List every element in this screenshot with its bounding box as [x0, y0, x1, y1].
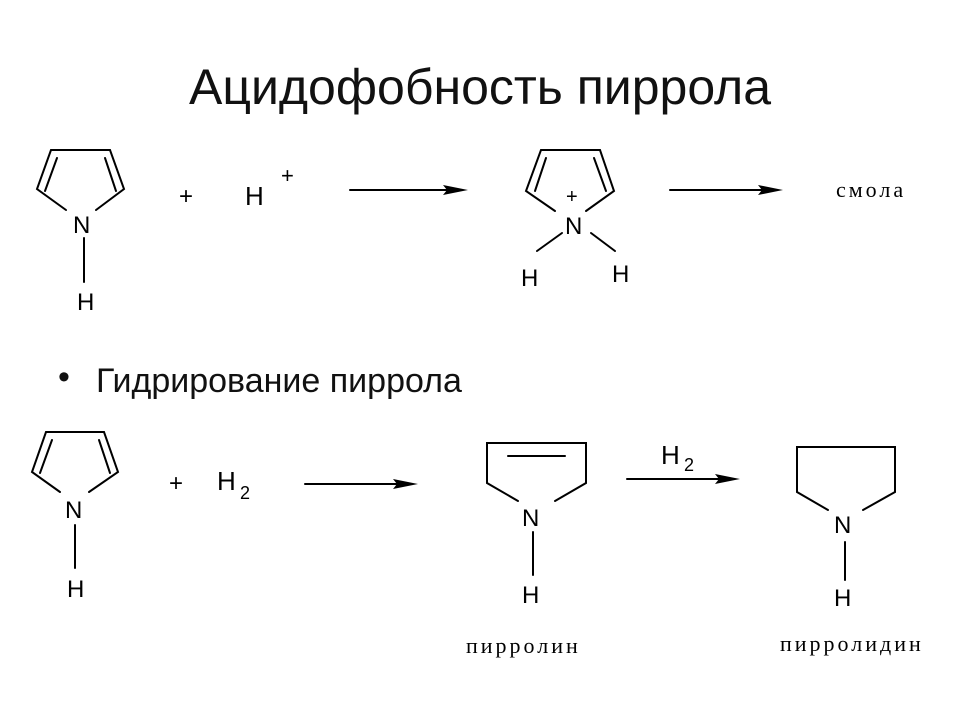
pyrrolium-charge: + — [566, 186, 578, 208]
pyrrolium-n-label: N — [565, 213, 582, 240]
proton-label: H — [245, 181, 264, 211]
arrow-1 — [349, 185, 468, 195]
arrow-2 — [669, 185, 783, 195]
pyrrolidine-ring — [796, 446, 896, 581]
pyrrole-ring-2 — [30, 431, 120, 569]
pyrroline-ring — [486, 442, 587, 576]
slide-title: Ацидофобность пиррола — [188, 59, 772, 115]
pyrrole-ring-1 — [35, 149, 126, 283]
pyrrole-2-h-label: H — [67, 576, 84, 603]
plus-sign-2: + — [169, 470, 183, 497]
bullet-text: Гидрирование пиррола — [96, 362, 462, 400]
bullet-icon: • — [58, 358, 70, 396]
pyrrolidine-name: пирролидин — [780, 631, 924, 656]
proton-charge: + — [281, 163, 294, 188]
hydrogen-reagent-subscript: 2 — [240, 483, 250, 503]
arrow-3 — [304, 479, 418, 489]
pyrrolidine-h-label: H — [834, 585, 851, 612]
pyrrolidine-n-label: N — [834, 512, 851, 539]
pyrrole-2-n-label: N — [65, 497, 82, 524]
pyrrole-1-n-label: N — [73, 212, 90, 239]
arrow-hydrogen-label: H — [661, 440, 680, 470]
pyrroline-name: пирролин — [466, 633, 581, 658]
arrow-4 — [626, 474, 740, 484]
pyrroline-h-label: H — [522, 582, 539, 609]
pyrrolium-ring — [524, 149, 616, 252]
pyrrolium-h-right: H — [612, 261, 629, 288]
plus-sign-1: + — [179, 183, 193, 210]
resin-label: смола — [836, 177, 906, 202]
pyrrole-1-h-label: H — [77, 289, 94, 316]
arrow-hydrogen-subscript: 2 — [684, 455, 694, 475]
pyrroline-n-label: N — [522, 505, 539, 532]
pyrrolium-h-left: H — [521, 265, 538, 292]
hydrogen-reagent: H — [217, 466, 236, 496]
